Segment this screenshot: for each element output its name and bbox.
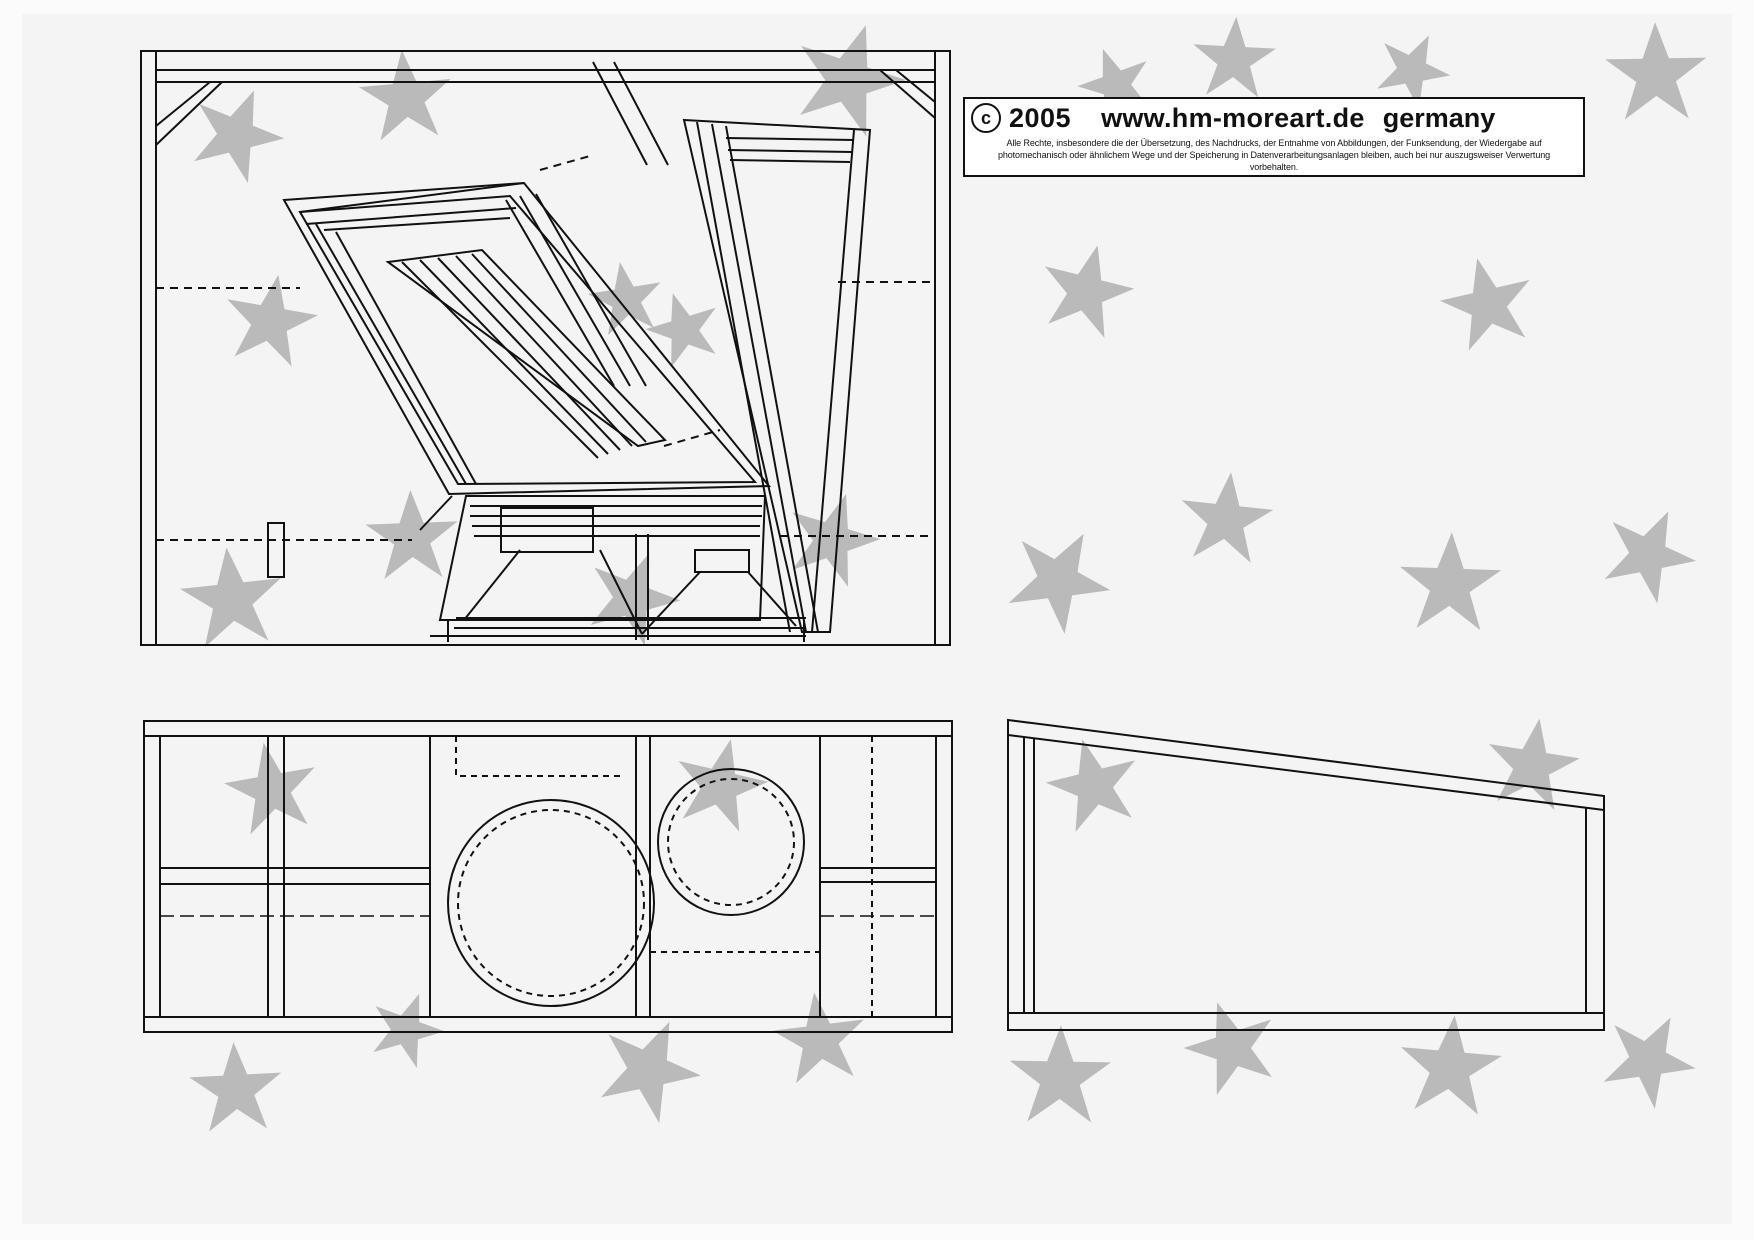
star-icon (355, 46, 456, 142)
copyright-header: c 2005 www.hm-moreart.de germany (971, 101, 1495, 135)
box-net-panel (140, 50, 951, 646)
side-panel (1007, 718, 1605, 1031)
star-icon (187, 1039, 285, 1133)
star-icon (1604, 21, 1708, 120)
paper-background (22, 14, 1732, 1224)
star-icon (1008, 1024, 1112, 1123)
website-url: www.hm-moreart.de (1101, 102, 1365, 133)
star-icon (992, 509, 1128, 644)
star-icon (666, 728, 776, 836)
star-icon (574, 536, 693, 652)
star-icon (1395, 1010, 1506, 1117)
star-icon (176, 542, 287, 650)
copyright-box: c 2005 www.hm-moreart.de germany Alle Re… (963, 97, 1585, 177)
large-circle (447, 799, 655, 1007)
star-icon (1190, 14, 1278, 99)
net-border (140, 50, 951, 646)
circle-panel (143, 720, 953, 1033)
rights-notice: Alle Rechte, insbesondere die der Überse… (997, 138, 1551, 172)
star-icon (217, 266, 324, 370)
star-icon (1588, 996, 1712, 1117)
star-icon (583, 1001, 716, 1131)
star-icon (1176, 467, 1277, 565)
star-icon (178, 73, 297, 190)
small-circle (657, 768, 805, 916)
star-icon (1397, 530, 1503, 631)
star-icon (1480, 711, 1585, 813)
circle-panel-border (143, 720, 953, 1033)
side-panel-border (1007, 718, 1605, 1031)
star-icon (1031, 234, 1143, 342)
star-icon (1589, 492, 1710, 611)
star-icon (1037, 728, 1149, 836)
star-icon (360, 981, 454, 1073)
star-icon (637, 282, 729, 372)
star-icon (1173, 988, 1289, 1101)
country-label: germany (1382, 102, 1496, 133)
star-icon (1432, 247, 1542, 355)
copyright-year: 2005 (1009, 102, 1072, 133)
star-icon (218, 734, 325, 838)
star-icon (780, 8, 919, 143)
copyright-icon: c (971, 103, 1001, 133)
